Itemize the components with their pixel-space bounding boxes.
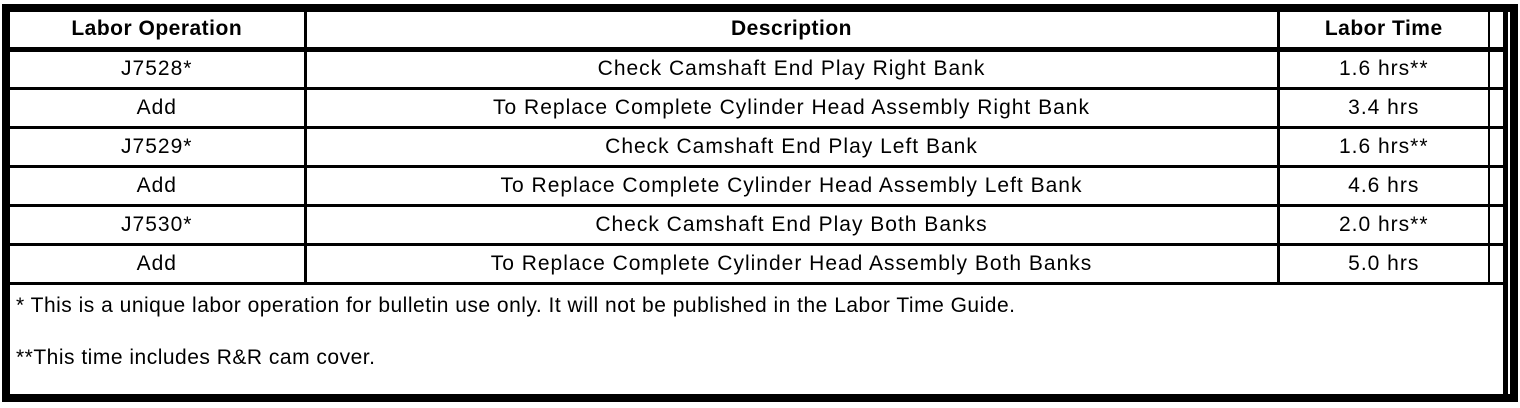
col-header-description: Description	[305, 12, 1280, 52]
table-row: J7529* Check Camshaft End Play Left Bank…	[10, 127, 1503, 168]
cell-labor-time: 2.0 hrs**	[1278, 205, 1490, 246]
col-header-spacer	[1489, 12, 1503, 52]
cell-spacer	[1489, 88, 1503, 129]
cell-labor-time: 1.6 hrs**	[1278, 49, 1490, 90]
cell-description: To Replace Complete Cylinder Head Assemb…	[305, 166, 1280, 207]
table-row: Add To Replace Complete Cylinder Head As…	[10, 88, 1503, 129]
cell-description: To Replace Complete Cylinder Head Assemb…	[305, 88, 1280, 129]
table-outer-frame: Labor Operation Description Labor Time J…	[2, 4, 1518, 402]
cell-operation: Add	[10, 166, 307, 207]
cell-spacer	[1489, 166, 1503, 207]
cell-spacer	[1489, 49, 1503, 90]
cell-operation: J7530*	[10, 205, 307, 246]
cell-spacer	[1489, 127, 1503, 168]
col-header-labor-operation: Labor Operation	[10, 12, 307, 52]
table-row: Add To Replace Complete Cylinder Head As…	[10, 244, 1503, 285]
header-row: Labor Operation Description Labor Time	[10, 12, 1503, 52]
col-header-labor-time: Labor Time	[1278, 12, 1490, 52]
labor-time-table: Labor Operation Description Labor Time J…	[10, 12, 1503, 285]
cell-spacer	[1489, 205, 1503, 246]
cell-labor-time: 5.0 hrs	[1278, 244, 1490, 285]
cell-spacer	[1489, 244, 1503, 285]
footnote-unique-labor-operation: * This is a unique labor operation for b…	[16, 293, 1016, 317]
cell-labor-time: 3.4 hrs	[1278, 88, 1490, 129]
cell-operation: J7528*	[10, 49, 307, 90]
table-row: J7528* Check Camshaft End Play Right Ban…	[10, 49, 1503, 90]
table-row: Add To Replace Complete Cylinder Head As…	[10, 166, 1503, 207]
cell-operation: Add	[10, 244, 307, 285]
cell-description: To Replace Complete Cylinder Head Assemb…	[305, 244, 1280, 285]
cell-labor-time: 4.6 hrs	[1278, 166, 1490, 207]
cell-operation: Add	[10, 88, 307, 129]
cell-description: Check Camshaft End Play Right Bank	[305, 49, 1280, 90]
table-row: J7530* Check Camshaft End Play Both Bank…	[10, 205, 1503, 246]
footnote-rr-cam-cover: **This time includes R&R cam cover.	[16, 345, 376, 369]
cell-operation: J7529*	[10, 127, 307, 168]
cell-labor-time: 1.6 hrs**	[1278, 127, 1490, 168]
labor-table-region: Labor Operation Description Labor Time J…	[10, 12, 1508, 394]
cell-description: Check Camshaft End Play Left Bank	[305, 127, 1280, 168]
footnotes: * This is a unique labor operation for b…	[10, 285, 1503, 370]
cell-description: Check Camshaft End Play Both Banks	[305, 205, 1280, 246]
